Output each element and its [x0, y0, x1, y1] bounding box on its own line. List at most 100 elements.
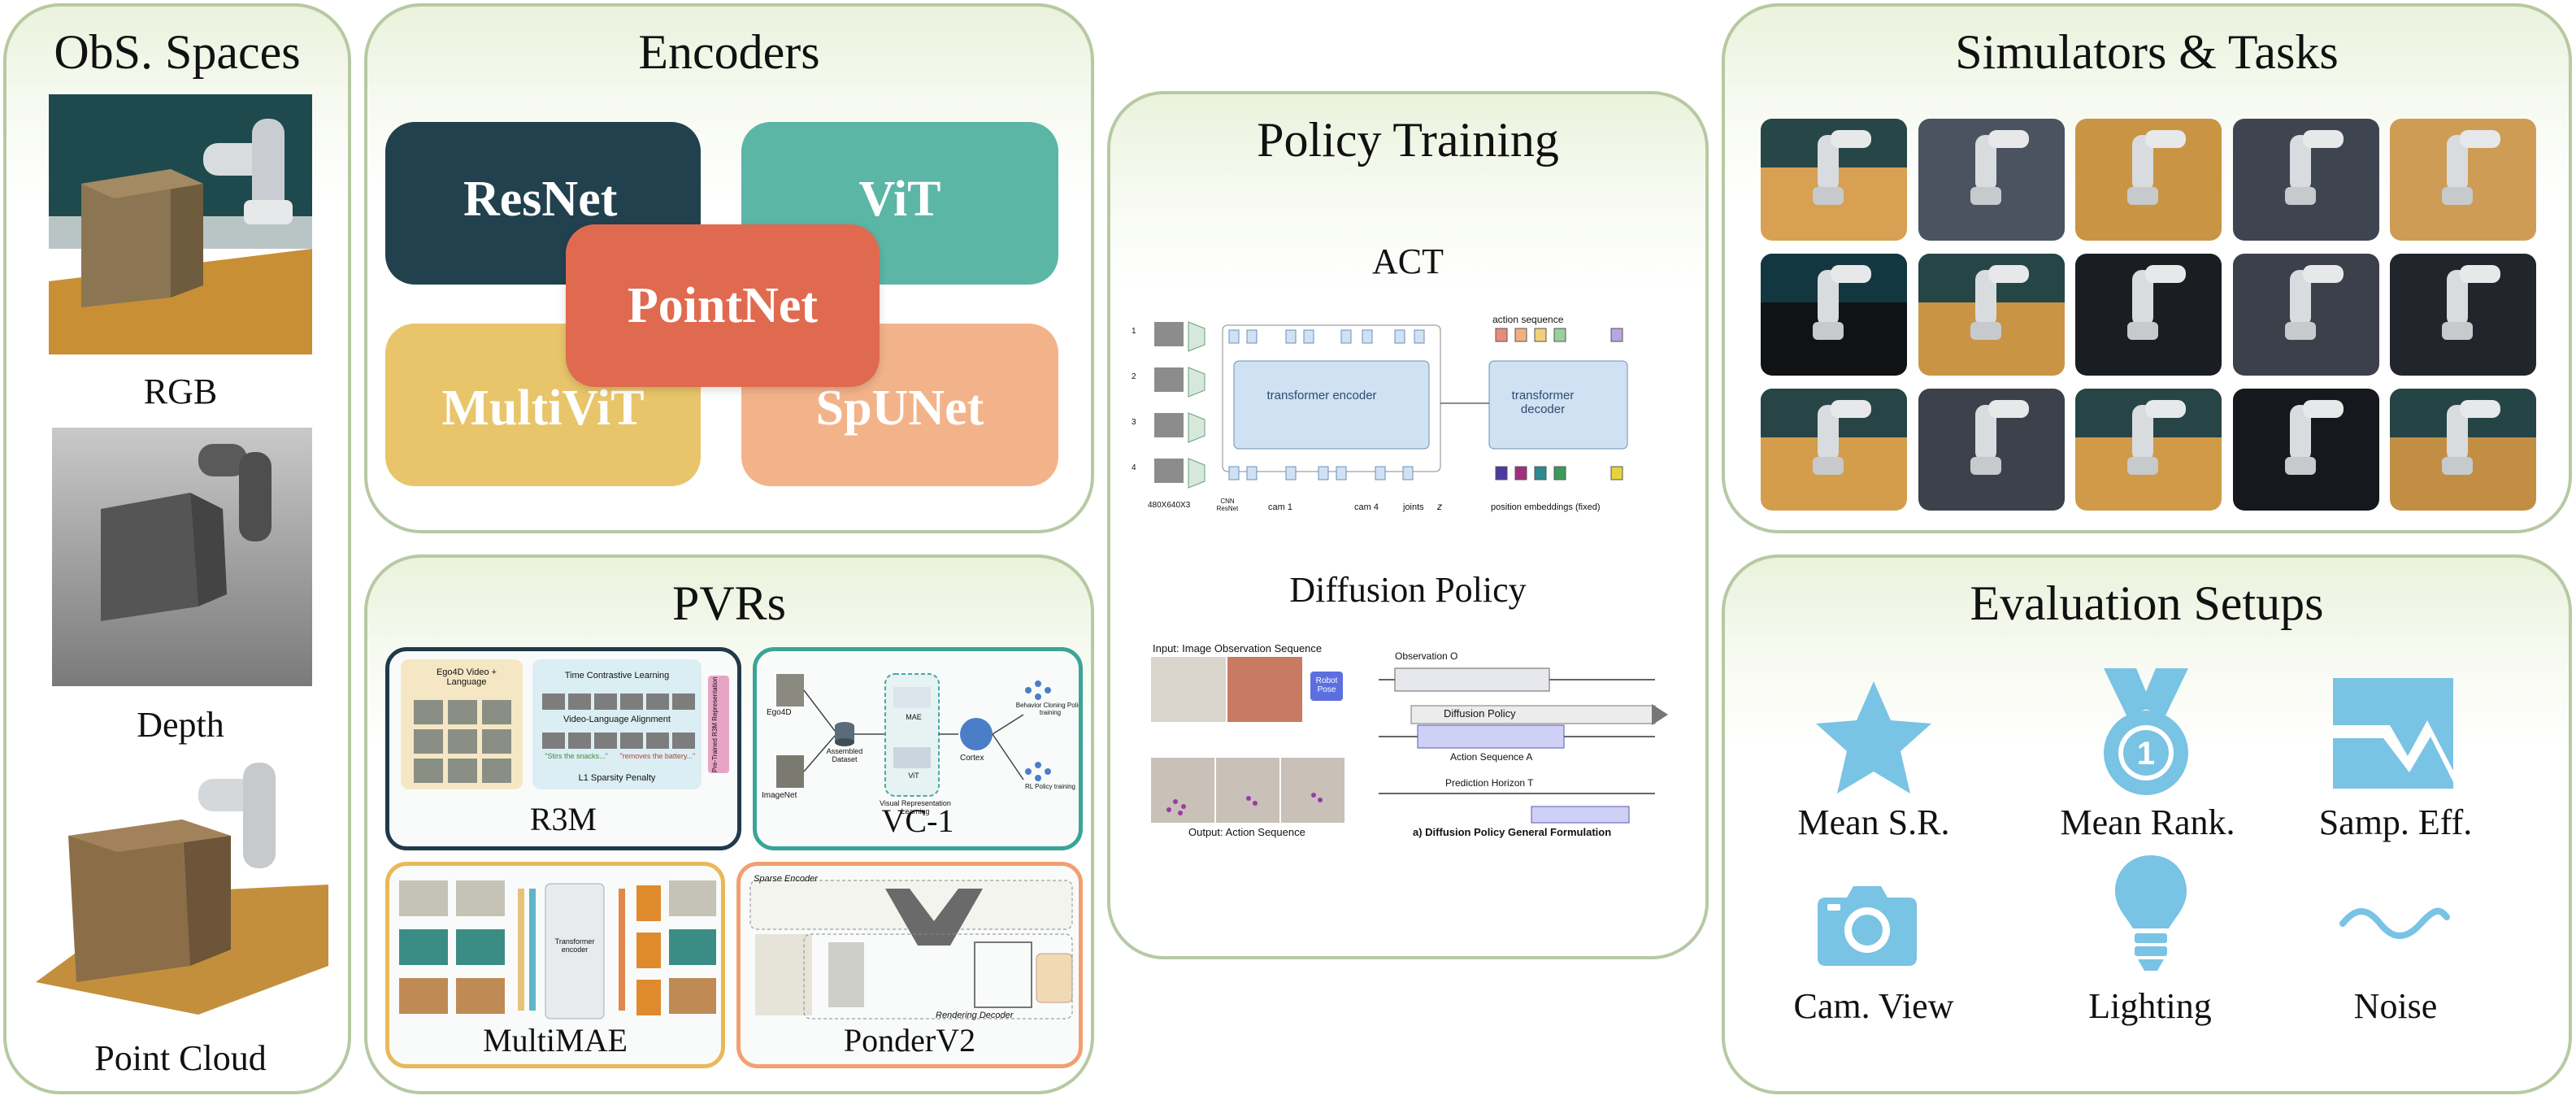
depth-image [52, 428, 312, 686]
obs-spaces-title: ObS. Spaces [54, 25, 301, 79]
simulator-thumbnail [1918, 254, 2065, 376]
act-annotation-input-size: 480X640X3 [1148, 501, 1191, 510]
act-annotation-action-seq: action sequence [1492, 314, 1564, 325]
act-row-1: 1 [1132, 327, 1136, 336]
act-annotation-posemb: position embeddings (fixed) [1491, 502, 1601, 512]
rgb-image [49, 94, 312, 354]
r3m-annotation-quote-2: "removes the battery..." [619, 752, 696, 760]
evaluation-panel: Evaluation Setups Mean S.R. 1 Mean Rank.… [1722, 554, 2572, 1094]
act-row-2: 2 [1132, 372, 1136, 381]
eval-label-mean-rank: Mean Rank. [2060, 802, 2235, 842]
point-cloud-image [36, 763, 328, 1015]
ponderv2-annotation-rendering: Rendering Decoder [936, 1011, 1014, 1020]
r3m-annotation-tcl: Time Contrastive Learning [564, 671, 670, 680]
simulator-thumbnail [2075, 254, 2222, 376]
vc1-diagram [776, 673, 1051, 797]
evaluation-title: Evaluation Setups [1970, 576, 2324, 630]
camera-icon [1818, 886, 1917, 966]
ponderv2-diagram [749, 880, 1073, 1020]
act-diagram [1154, 321, 1628, 489]
diffusion-annotation-horizon: Prediction Horizon T [1445, 777, 1534, 789]
medal-icon: 1 [2104, 668, 2188, 795]
trend-chart-icon [2333, 678, 2453, 789]
pvr-card-r3m: Ego4D Video + Language Time Contrastive … [385, 647, 741, 850]
diffusion-annotation-observation: Observation O [1395, 650, 1458, 662]
act-annotation-cnn: CNN ResNet [1216, 498, 1239, 512]
simulator-thumbnail [2232, 119, 2379, 241]
obs-label-point-cloud: Point Cloud [94, 1038, 267, 1078]
pvr-label-r3m: R3M [529, 801, 597, 837]
obs-label-depth: Depth [137, 705, 224, 745]
policy-training-panel: Policy Training ACT action sequence tran… [1107, 91, 1709, 959]
vc1-annotation-mae: MAE [906, 713, 922, 721]
simulator-thumbnail [2075, 119, 2222, 241]
pvr-label-vc1: VC-1 [881, 802, 954, 839]
r3m-annotation-vla: Video-Language Alignment [563, 715, 671, 724]
simulator-thumbnail [1761, 389, 1907, 511]
simulator-thumbnail [1918, 119, 2065, 241]
encoder-vit: ViT [741, 122, 1058, 285]
simulator-thumbnail [2232, 254, 2379, 376]
obs-spaces-panel: ObS. Spaces RGB Depth Point Cloud [3, 3, 351, 1094]
simulators-title: Simulators & Tasks [1955, 25, 2339, 79]
vc1-annotation-bc: Behavior Cloning Policy training [1015, 702, 1083, 716]
simulator-thumbnail [2390, 389, 2536, 511]
vc1-annotation-cortex: Cortex [960, 754, 984, 763]
simulator-thumbnail [2390, 254, 2536, 376]
r3m-diagram [401, 659, 729, 789]
act-annotation-z: z [1437, 501, 1442, 512]
simulator-thumbnail [2075, 389, 2222, 511]
act-annotation-cam4: cam 4 [1354, 502, 1379, 512]
diffusion-annotation-caption: a) Diffusion Policy General Formulation [1413, 826, 1612, 838]
pvrs-title: PVRs [671, 576, 787, 630]
act-annotation-decoder: transformer decoder [1511, 389, 1575, 416]
vc1-annotation-imagenet: ImageNet [762, 791, 797, 800]
vc1-annotation-vrl: Visual Representation Learning [880, 799, 951, 815]
encoder-multivit: MultiViT [385, 324, 701, 486]
vc1-annotation-vit: ViT [908, 772, 919, 780]
pvrs-panel: PVRs Ego4D Video + Language Time Contras… [364, 554, 1094, 1094]
simulators-panel: Simulators & Tasks [1722, 3, 2572, 533]
diffusion-policy-title: Diffusion Policy [1289, 570, 1527, 610]
r3m-annotation-dataset: Ego4D Video + Language [436, 667, 497, 687]
obs-label-rgb: RGB [143, 372, 218, 411]
simulator-thumbnail [1761, 254, 1907, 376]
diffusion-annotation-dp: Diffusion Policy [1444, 707, 1516, 720]
svg-text:1: 1 [2137, 736, 2155, 772]
r3m-annotation-pretrained: Pre-Trained R3M Representation [711, 676, 719, 772]
r3m-annotation-quote-1: "Stirs the snacks..." [545, 752, 608, 760]
pvr-card-multimae: Transformer encoder MultiMAE [385, 862, 725, 1068]
policy-training-title: Policy Training [1257, 113, 1559, 167]
multimae-annotation-encoder: Transformer encoder [554, 937, 595, 954]
act-annotation-cam1: cam 1 [1268, 502, 1292, 512]
encoders-panel: Encoders ResNet ViT MultiViT SpUNet Poin… [364, 3, 1094, 533]
lightbulb-icon [2115, 855, 2187, 971]
pvr-label-ponderv2: PonderV2 [843, 1022, 976, 1059]
diffusion-annotation-output: Output: Action Sequence [1188, 826, 1305, 838]
vc1-annotation-assembled: Assembled Dataset [826, 747, 863, 763]
act-row-3: 3 [1132, 418, 1136, 427]
vc1-annotation-ego4d: Ego4D [767, 708, 792, 717]
act-annotation-joints: joints [1403, 502, 1424, 512]
act-row-4: 4 [1132, 463, 1136, 472]
act-title: ACT [1372, 241, 1444, 281]
eval-label-cam-view: Cam. View [1793, 986, 1954, 1026]
simulator-thumbnail [2390, 119, 2536, 241]
pvr-label-multimae: MultiMAE [483, 1022, 628, 1059]
vc1-annotation-rl: RL Policy training [1025, 783, 1075, 790]
diffusion-annotation-input: Input: Image Observation Sequence [1153, 642, 1323, 654]
eval-label-samp-eff: Samp. Eff. [2318, 802, 2473, 842]
act-annotation-encoder: transformer encoder [1266, 389, 1377, 402]
wave-icon [2339, 907, 2450, 939]
simulator-thumbnail-grid [1761, 119, 2536, 514]
eval-label-lighting: Lighting [2088, 986, 2212, 1026]
star-icon [1816, 681, 1931, 793]
diffusion-annotation-robot-pose: Robot Pose [1315, 676, 1338, 694]
diffusion-annotation-action-seq: Action Sequence A [1450, 751, 1533, 763]
pvr-card-vc1: Ego4D ImageNet Assembled Dataset MAE ViT… [753, 647, 1083, 850]
multimae-diagram [399, 880, 716, 1020]
r3m-annotation-l1: L1 Sparsity Penalty [578, 773, 656, 783]
diffusion-policy-diagram [1151, 657, 1668, 824]
encoders-title: Encoders [638, 25, 820, 79]
ponderv2-annotation-sparse: Sparse Encoder [754, 874, 818, 884]
